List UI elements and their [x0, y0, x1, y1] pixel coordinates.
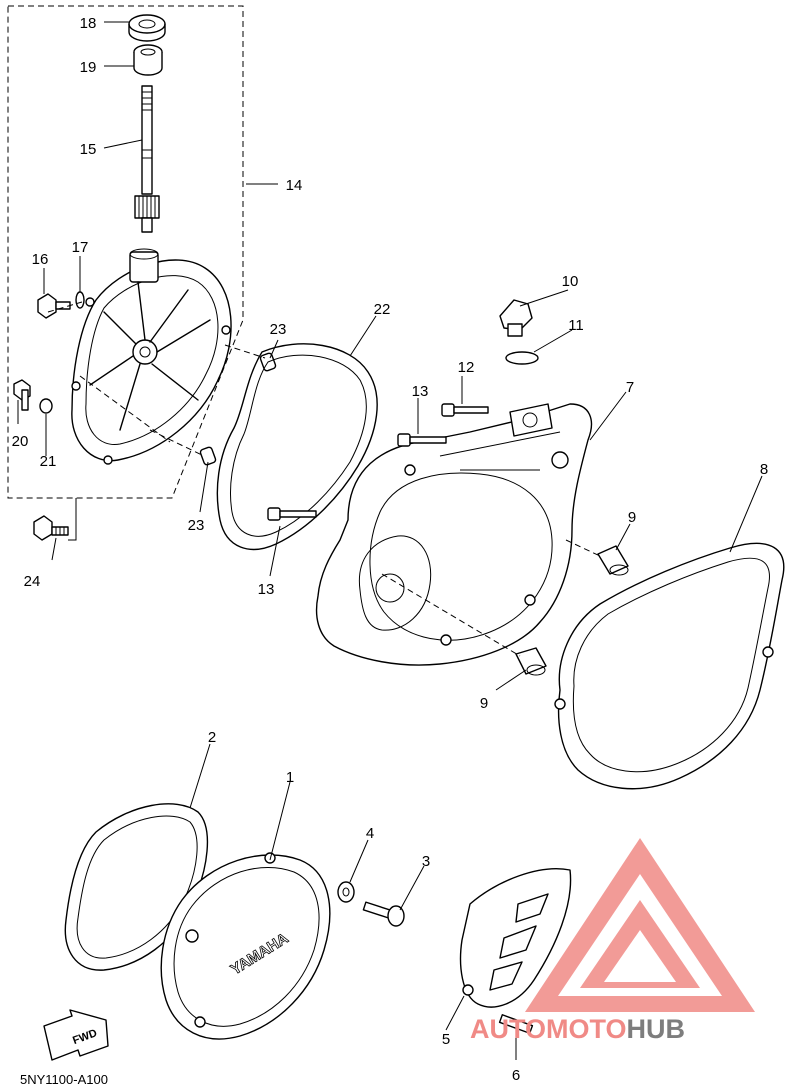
gasket-2 [64, 803, 209, 971]
callout-label: 9 [628, 509, 636, 526]
callout-label: 17 [72, 239, 89, 256]
o-ring-11 [505, 351, 539, 365]
assembly-14-boundary [7, 5, 244, 499]
watermark-text-gray: HUB [627, 1014, 686, 1044]
watermark-text: AUTOMOTOHUB [470, 1014, 685, 1044]
callout-label: 7 [626, 379, 634, 396]
callout-label: 3 [422, 853, 430, 870]
callout-label: 11 [568, 317, 584, 334]
callout-label: 12 [458, 359, 475, 376]
washer-4 [337, 881, 355, 903]
alignment-lines [47, 301, 266, 457]
callout-numbers: 18 19 15 14 16 17 23 22 10 11 12 13 7 20… [12, 15, 769, 1084]
gasket-8 [557, 542, 785, 790]
sprocket-guard-5 [459, 868, 572, 1008]
callout-label: 21 [40, 453, 57, 470]
cover-alignment-lines [381, 539, 601, 657]
gasket-22 [216, 343, 378, 551]
bearing-18 [128, 14, 166, 42]
callout-label: 1 [286, 769, 294, 786]
callout-label: 14 [286, 177, 303, 194]
cover-1: YAMAHA [160, 852, 331, 1040]
callout-label: 16 [32, 251, 49, 268]
washer-17 [75, 291, 85, 309]
callout-label: 9 [480, 695, 488, 712]
callout-label: 20 [12, 433, 29, 450]
callout-label: 6 [512, 1067, 520, 1084]
dowel-pins-9 [515, 545, 629, 676]
seal-19 [133, 44, 163, 76]
bolt-6 [498, 1014, 534, 1034]
callout-label: 13 [258, 581, 275, 598]
callout-label: 19 [80, 59, 97, 76]
crankcase-cover-7 [315, 403, 593, 666]
impeller-shaft-15 [134, 85, 160, 233]
callout-label: 10 [562, 273, 579, 290]
callout-label: 2 [208, 729, 216, 746]
callout-label: 8 [760, 461, 768, 478]
bolt-20 [13, 379, 31, 411]
callout-label: 23 [188, 517, 205, 534]
callout-label: 5 [442, 1031, 450, 1048]
washer-21 [39, 398, 53, 414]
callout-label: 23 [270, 321, 287, 338]
oil-filler-plug-10 [499, 299, 533, 337]
watermark-text-red: AUTOMOTO [470, 1014, 627, 1044]
leader-lines [17, 21, 763, 1060]
bolt-16 [37, 293, 71, 319]
water-pump-cover [71, 248, 232, 465]
callout-label: 22 [374, 301, 391, 318]
diagram-code: 5NY1100-A100 [20, 1072, 108, 1087]
forward-direction-arrow: FWD [43, 1009, 109, 1061]
bolts-12-13 [267, 403, 489, 521]
callout-label: 13 [412, 383, 429, 400]
callout-label: 4 [366, 825, 374, 842]
callout-label: 24 [24, 573, 41, 590]
callout-label: 15 [80, 141, 97, 158]
watermark-logo [525, 838, 755, 1012]
bolt-24 [33, 515, 69, 541]
callout-label: 18 [80, 15, 97, 32]
screw-3 [362, 901, 405, 927]
